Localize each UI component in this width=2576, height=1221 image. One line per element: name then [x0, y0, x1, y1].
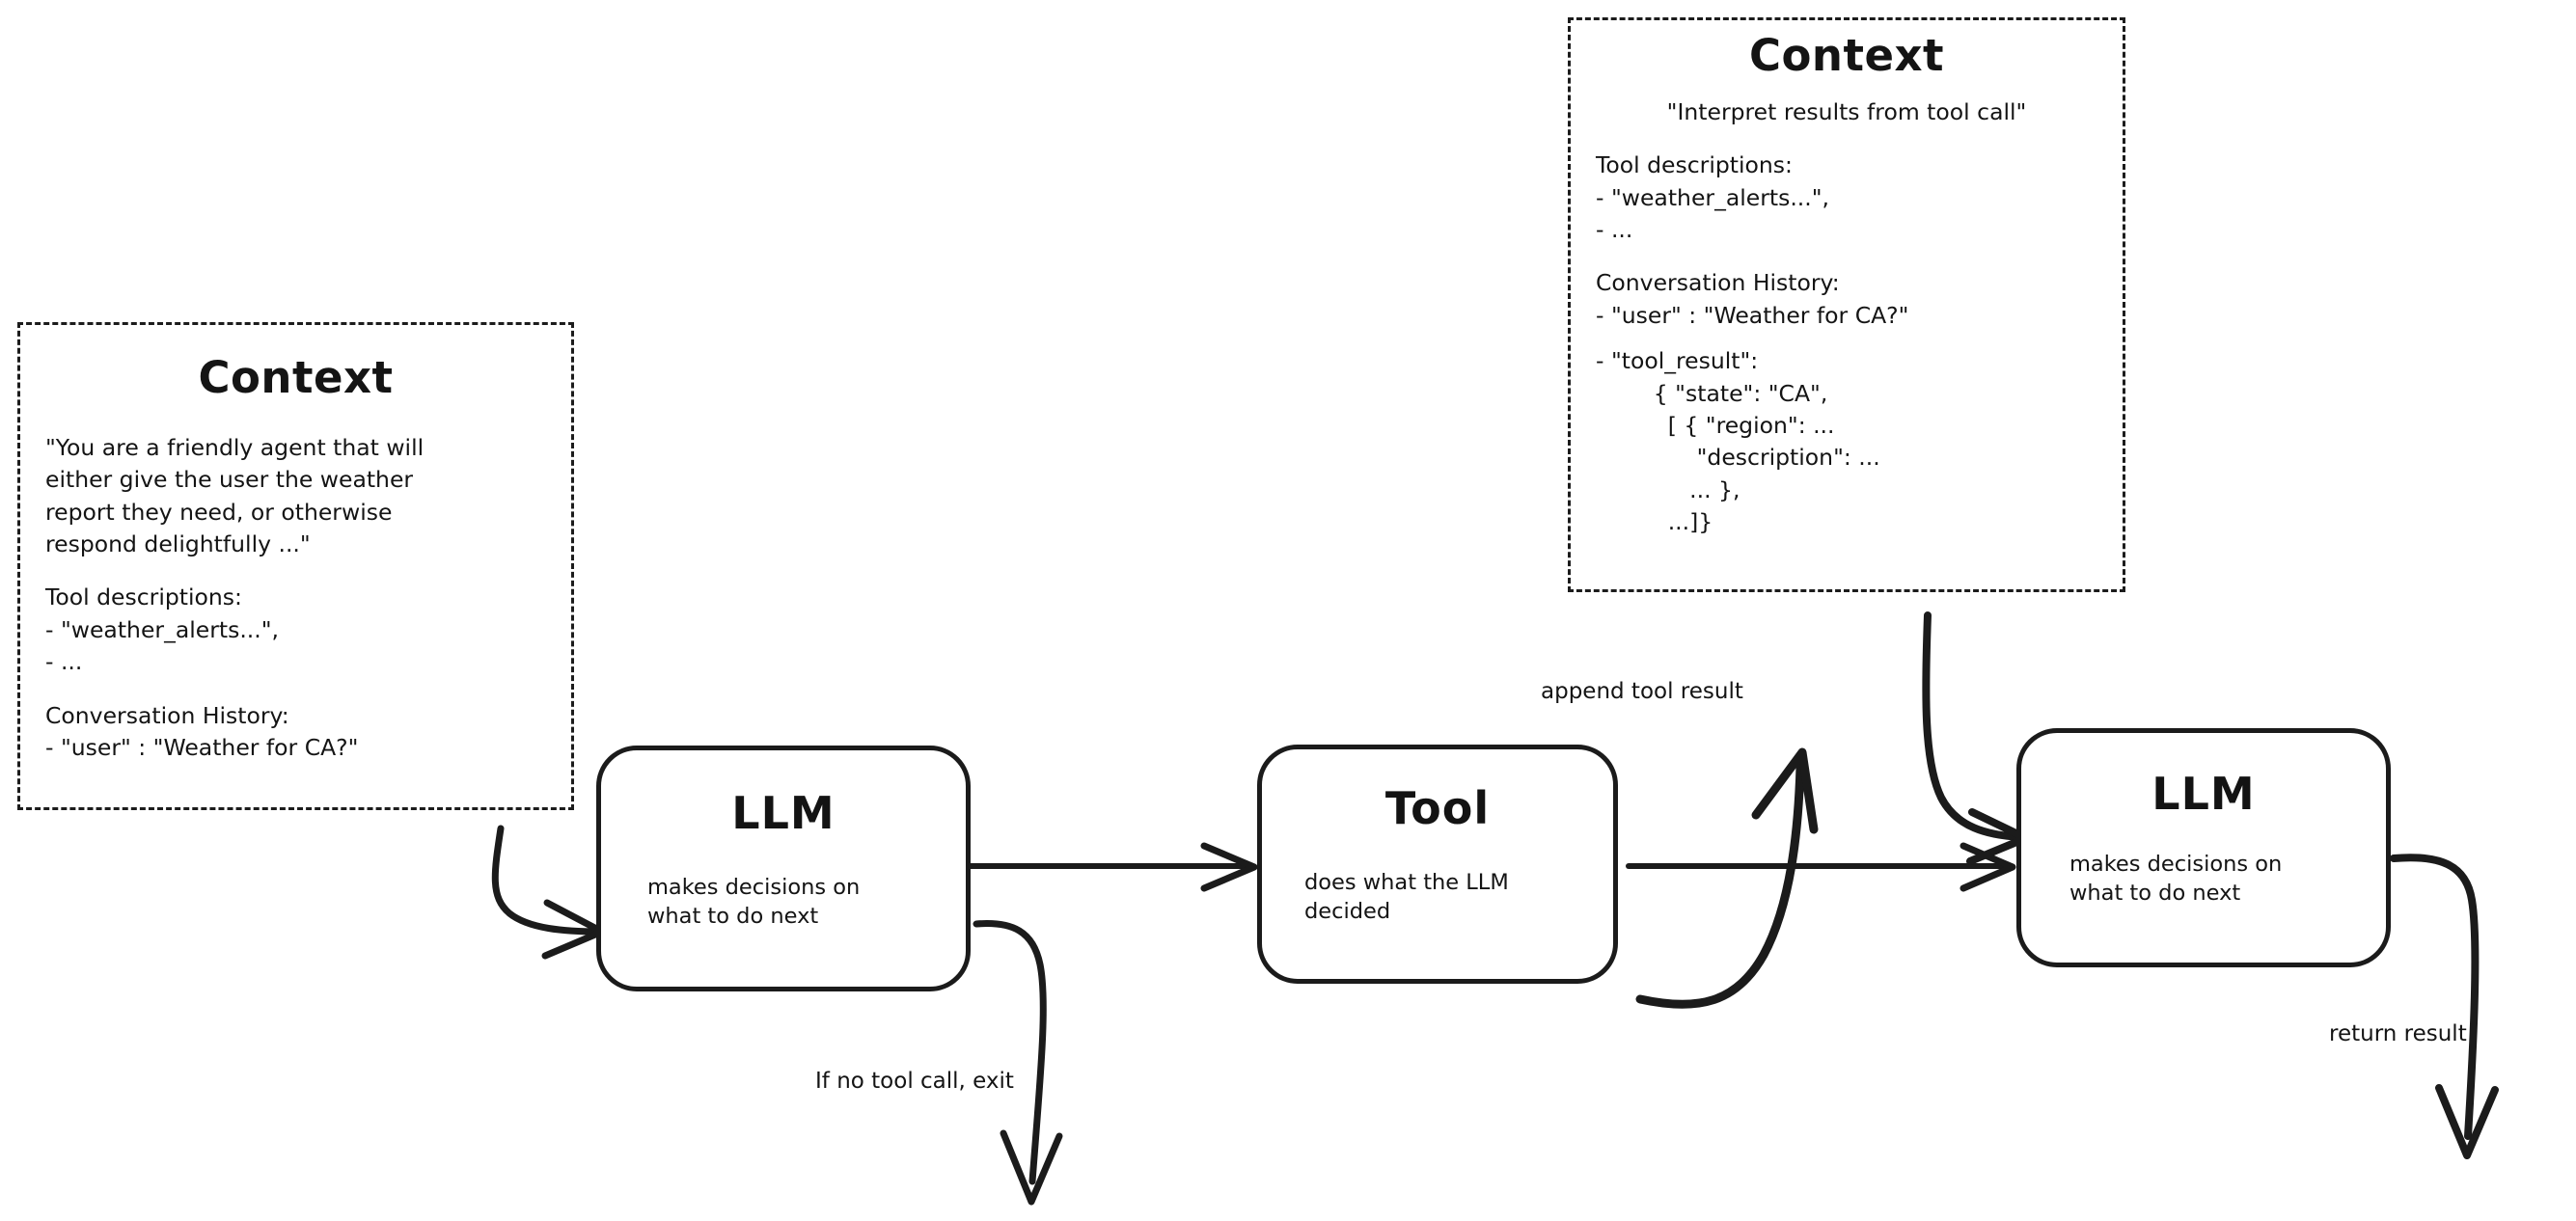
- context-right-tool-descriptions-heading: Tool descriptions:: [1596, 151, 1793, 179]
- edge-context-to-llm1: [491, 825, 606, 960]
- node-tool-subtitle: does what the LLM decided: [1304, 870, 1509, 924]
- context-left-conversation-heading: Conversation History:: [45, 701, 289, 729]
- context-box-left: Context "You are a friendly agent that w…: [17, 322, 574, 810]
- node-llm-first-subtitle: makes decisions on what to do next: [647, 875, 861, 929]
- edge-llm1-exit: [973, 920, 1063, 1206]
- context-right-system-prompt: "Interpret results from tool call": [1666, 98, 2027, 125]
- edge-tool-to-llm2: [1626, 842, 2016, 892]
- spacer: [1596, 332, 2097, 345]
- spacer: [1596, 246, 2097, 267]
- edge-label-if-no-tool-call: If no tool call, exit: [815, 1069, 1014, 1094]
- node-tool[interactable]: Tool does what the LLM decided: [1257, 745, 1618, 984]
- node-llm-first-title: LLM: [731, 787, 836, 839]
- context-left-tool-descriptions-heading: Tool descriptions:: [45, 583, 242, 611]
- context-left-tool-descriptions-items: - "weather_alerts...", - ...: [45, 615, 280, 676]
- context-right-conversation-tool-result: - "tool_result": { "state": "CA", [ { "r…: [1596, 347, 1880, 535]
- context-left-body: "You are a friendly agent that will eith…: [20, 432, 571, 764]
- context-right-tool-descriptions-items: - "weather_alerts...", - ...: [1596, 183, 1830, 244]
- edge-label-append-tool-result: append tool result: [1541, 679, 1743, 704]
- node-llm-second[interactable]: LLM makes decisions on what to do next: [2016, 728, 2391, 967]
- node-llm-first[interactable]: LLM makes decisions on what to do next: [596, 746, 971, 991]
- edge-context-to-llm2: [1922, 611, 2030, 865]
- node-llm-second-subtitle: makes decisions on what to do next: [2069, 852, 2283, 906]
- edge-llm2-return: [2390, 854, 2499, 1159]
- context-right-conversation-user: - "user" : "Weather for CA?": [1596, 301, 1909, 329]
- spacer: [45, 679, 546, 700]
- context-box-right: Context "Interpret results from tool cal…: [1568, 17, 2125, 592]
- context-right-body: "Interpret results from tool call" Tool …: [1571, 96, 2123, 538]
- context-left-conversation-items: - "user" : "Weather for CA?": [45, 733, 359, 761]
- context-left-title: Context: [198, 352, 394, 403]
- node-tool-title: Tool: [1384, 782, 1491, 834]
- node-llm-second-title: LLM: [2151, 768, 2256, 820]
- spacer: [45, 560, 546, 582]
- edge-label-return-result: return result: [2329, 1021, 2467, 1046]
- context-right-title: Context: [1748, 30, 1945, 81]
- context-right-conversation-heading: Conversation History:: [1596, 269, 1840, 297]
- edge-llm1-to-tool: [968, 842, 1258, 892]
- spacer: [1596, 128, 2097, 149]
- context-left-system-prompt: "You are a friendly agent that will eith…: [45, 434, 425, 558]
- edge-tool-to-context: [1635, 747, 1819, 1009]
